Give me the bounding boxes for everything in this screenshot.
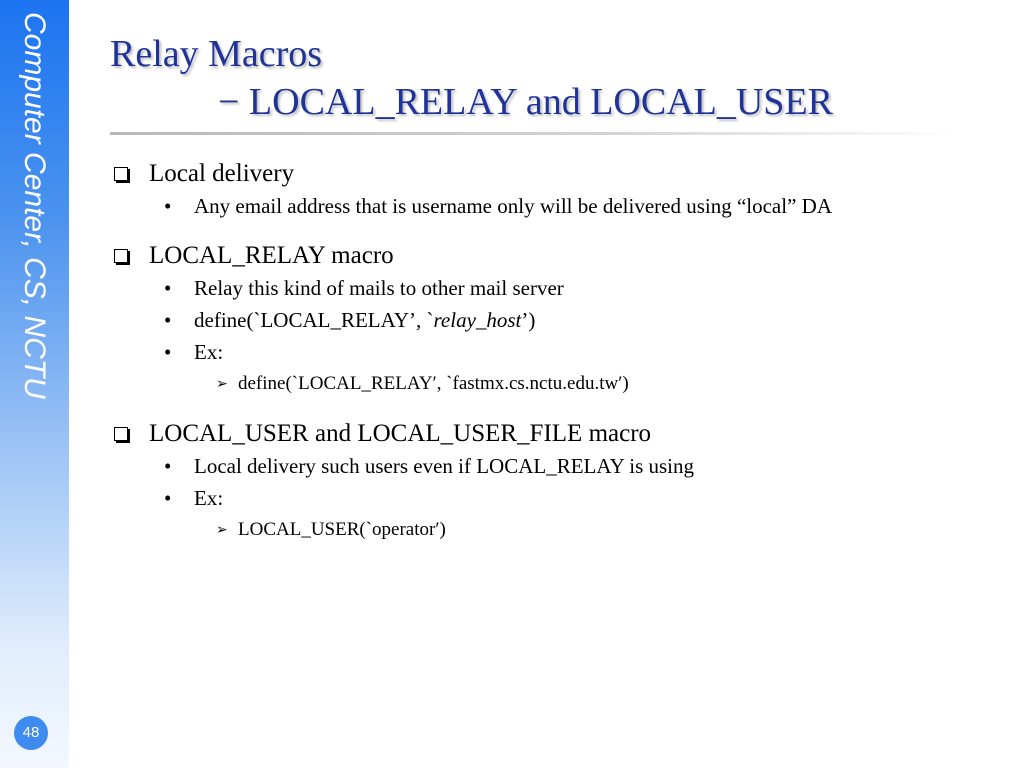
- section-heading: LOCAL_USER and LOCAL_USER_FILE macro: [112, 418, 972, 450]
- sub-list-item: ➢ LOCAL_USER(`operator′): [216, 519, 446, 540]
- section-heading: Local delivery: [112, 158, 972, 190]
- list-item: • Local delivery such users even if LOCA…: [164, 454, 695, 478]
- arrow-bullet-icon: ➢: [216, 376, 228, 392]
- define-prefix: define(`LOCAL_RELAY’, `: [194, 308, 434, 332]
- bullet-icon: •: [164, 454, 172, 478]
- bullet-icon: •: [164, 340, 172, 364]
- section-local-delivery: Local delivery • Any email address that …: [112, 158, 972, 218]
- title-underline: [110, 132, 958, 135]
- sidebar: Computer Center, CS, NCTU 48: [0, 0, 69, 768]
- list-item: • Ex:: [164, 486, 224, 510]
- slide-content: Local delivery • Any email address that …: [112, 158, 972, 564]
- page-number-badge: 48: [14, 716, 48, 750]
- bullet-icon: •: [164, 486, 172, 510]
- list-item: • Ex:: [164, 340, 224, 364]
- section-heading: LOCAL_RELAY macro: [112, 240, 972, 272]
- section-local-relay: LOCAL_RELAY macro • Relay this kind of m…: [112, 240, 972, 396]
- list-item: • define(`LOCAL_RELAY’, `relay_host’): [112, 308, 972, 332]
- checkbox-bullet-icon: [114, 427, 128, 441]
- define-suffix: ’): [521, 308, 536, 332]
- checkbox-bullet-icon: [114, 167, 128, 181]
- bullet-icon: •: [164, 308, 172, 332]
- title-line-2: − LOCAL_RELAY and LOCAL_USER: [218, 81, 833, 123]
- list-item: • Relay this kind of mails to other mail…: [164, 276, 564, 300]
- bullet-icon: •: [164, 276, 172, 300]
- checkbox-bullet-icon: [114, 249, 128, 263]
- bullet-icon: •: [164, 194, 172, 218]
- sidebar-text: Computer Center, CS, NCTU: [18, 12, 51, 399]
- relay-host-param: relay_host: [433, 308, 522, 332]
- section-local-user: LOCAL_USER and LOCAL_USER_FILE macro • L…: [112, 418, 972, 542]
- sub-list-item: ➢ define(`LOCAL_RELAY′, `fastmx.cs.nctu.…: [216, 373, 629, 394]
- slide-title: Relay Macros − LOCAL_RELAY and LOCAL_USE…: [110, 30, 833, 126]
- arrow-bullet-icon: ➢: [216, 522, 228, 538]
- list-item: • Any email address that is username onl…: [164, 194, 832, 218]
- title-line-1: Relay Macros: [110, 33, 323, 75]
